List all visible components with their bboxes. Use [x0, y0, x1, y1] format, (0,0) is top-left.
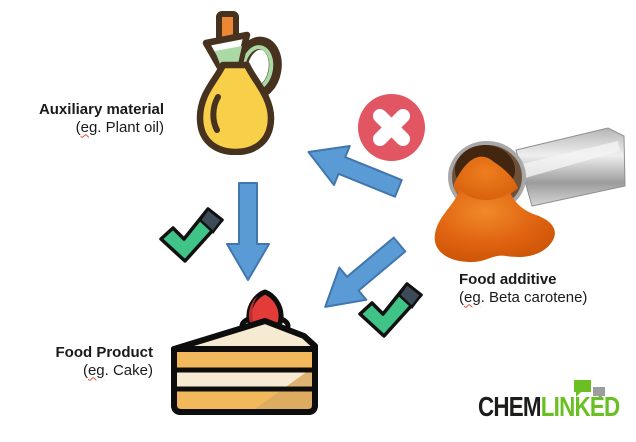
auxiliary-material-title: Auxiliary material	[38, 101, 164, 118]
food-product-label: Food Product (eg. Cake)	[21, 344, 154, 379]
arrow-auxiliary-to-product	[226, 182, 270, 281]
cake-slice-icon	[171, 289, 318, 415]
check-icon	[159, 207, 224, 263]
speech-bubble-gray	[593, 387, 605, 400]
bottle-highlight	[210, 94, 221, 133]
powder-mound	[453, 156, 518, 202]
arrow-additive-to-auxiliary	[307, 145, 403, 198]
food-additive-title: Food additive	[459, 271, 557, 288]
cross-x	[373, 109, 410, 146]
check-tip	[198, 207, 224, 234]
cake-front-face	[171, 346, 318, 415]
check-icon	[358, 282, 423, 338]
chemlinked-wordmark: CHEMLINKED	[478, 391, 620, 422]
misspelled-word: eg	[464, 288, 481, 306]
powder-spoon-photo	[434, 127, 626, 263]
speech-bubble-green	[574, 380, 591, 397]
food-additive-label: Food additive (eg. Beta carotene)	[459, 271, 624, 306]
speech-bubbles-icon	[574, 380, 605, 400]
logo-linked: LINKED	[540, 391, 620, 422]
check-tip	[397, 282, 423, 309]
food-additive-example: (eg. Beta carotene)	[459, 288, 588, 306]
chemlinked-logo: CHEMLINKED	[478, 378, 620, 428]
bottle-body	[196, 61, 275, 155]
auxiliary-material-label: Auxiliary material (eg. Plant oil)	[18, 101, 164, 136]
logo-chem: CHEM	[478, 391, 542, 422]
auxiliary-material-example: (eg. Plant oil)	[75, 118, 164, 136]
misspelled-word: eg	[80, 118, 98, 136]
powder-pile	[434, 190, 555, 263]
arrow-additive-to-product	[324, 236, 407, 308]
spoon-handle-highlight	[522, 141, 620, 178]
food-product-example: (eg. Cake)	[82, 361, 153, 379]
cross-circle-icon	[358, 94, 425, 161]
bottle-neck-green-band	[215, 46, 242, 64]
oil-bottle-icon	[196, 11, 282, 155]
food-product-title: Food Product	[55, 344, 154, 361]
misspelled-word: eg	[87, 361, 105, 379]
